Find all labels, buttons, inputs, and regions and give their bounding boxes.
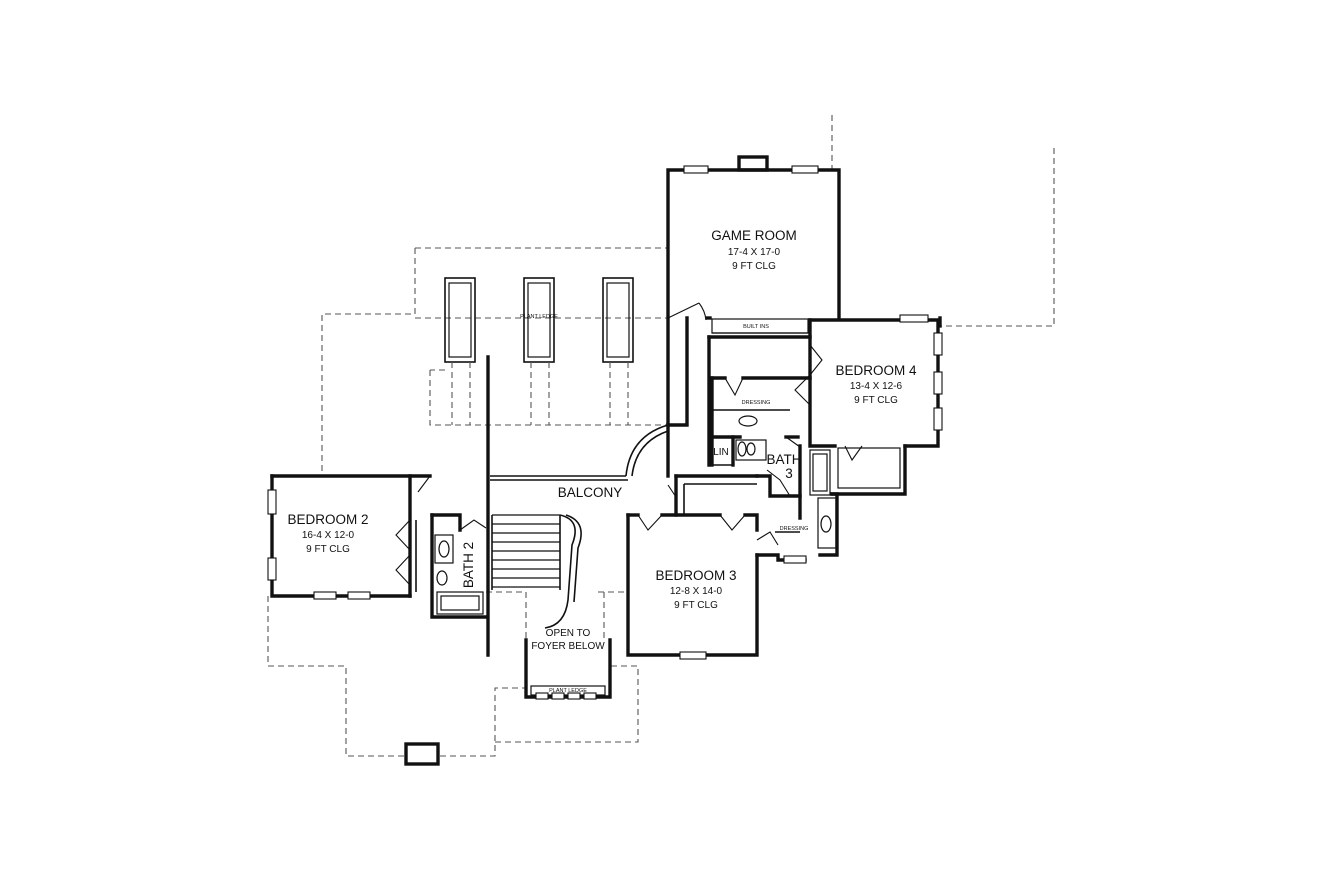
dashed-outlines [267,115,1055,757]
bedroom-2-ceiling: 9 FT CLG [306,544,350,555]
bath-3-label-line1: BATH [766,452,801,467]
game-room [666,165,841,427]
bedroom-3-size: 12-8 X 14-0 [670,586,723,597]
bedroom-3-name: BEDROOM 3 [655,568,736,583]
open-to-label-line1: OPEN TO [546,628,591,639]
bedroom-2-size: 16-4 X 12-0 [302,530,355,541]
bedroom-4-ceiling: 9 FT CLG [854,395,898,406]
plant-ledge-columns [444,277,634,425]
room-labels: GAME ROOM 17-4 X 17-0 9 FT CLG BEDROOM 4… [287,228,917,694]
open-to-label-line2: FOYER BELOW [531,641,605,652]
linen-label: LIN [713,447,729,458]
open-to-foyer [524,638,612,700]
plant-ledge-label: PLANT LEDGE [520,314,558,320]
balcony-walls [486,316,812,657]
game-room-size: 17-4 X 17-0 [728,247,781,258]
roof-vent [404,742,440,766]
dressing-lower-label: DRESSING [780,526,809,532]
bedroom-3-ceiling: 9 FT CLG [674,600,718,611]
game-room-name: GAME ROOM [711,228,797,243]
balcony-label: BALCONY [558,485,623,500]
game-room-ceiling: 9 FT CLG [732,261,776,272]
plant-ledge-lower-label: PLANT LEDGE [549,688,587,694]
bedroom-2 [267,474,432,600]
bath-3-label-line2: 3 [785,466,793,481]
bedroom-4-size: 13-4 X 12-6 [850,381,903,392]
bath-3-suite [710,376,839,564]
stairs [491,514,582,629]
bedroom-2-name: BEDROOM 2 [287,512,368,527]
bath-2 [430,513,488,619]
dressing-upper-label: DRESSING [742,400,771,406]
bedroom-4 [794,314,943,496]
bedroom-3 [626,474,802,660]
built-ins-label: BUILT INS [743,324,769,330]
bath-2-label: BATH 2 [461,542,476,588]
bedroom-4-name: BEDROOM 4 [835,363,917,378]
chimney [737,155,769,172]
